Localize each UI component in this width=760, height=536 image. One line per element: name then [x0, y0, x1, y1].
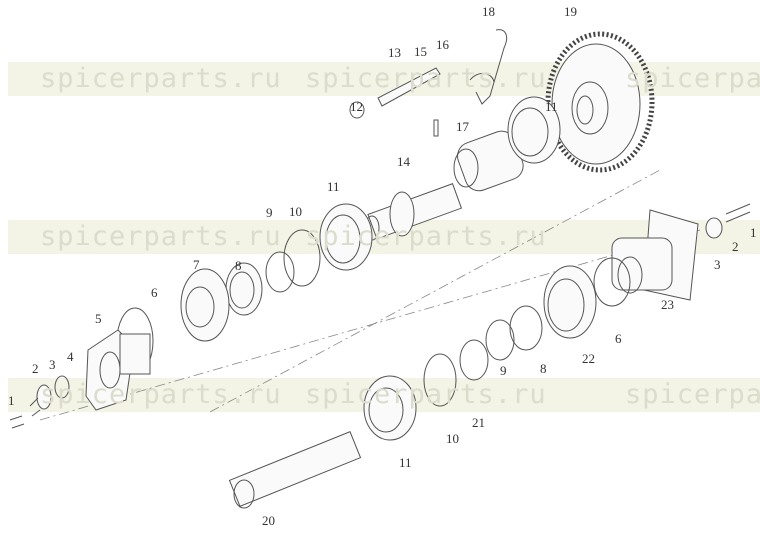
- gear-19: [545, 31, 655, 173]
- part-label: 5: [95, 311, 102, 326]
- bolt-1: [725, 203, 751, 223]
- part-label: 11: [545, 99, 558, 114]
- watermark: spicerpa: [625, 379, 760, 410]
- part-label: 18: [482, 4, 495, 19]
- shaft-13: [377, 67, 441, 107]
- part-label: 6: [151, 285, 158, 300]
- part-label: 8: [235, 258, 242, 273]
- part-label: 6: [615, 331, 622, 346]
- snap-ring-10: [283, 229, 321, 287]
- o-ring-6: [593, 257, 631, 307]
- lock-washer-2: [29, 397, 41, 417]
- snap-ring-9: [485, 319, 515, 361]
- washer-21: [459, 339, 489, 381]
- watermark: spicerparts.ru: [305, 379, 547, 410]
- part-label: 8: [540, 361, 547, 376]
- watermark: spicerparts.ru: [305, 221, 547, 252]
- bearing-11: [319, 203, 373, 271]
- cover-7: [180, 268, 230, 342]
- part-label: 11: [399, 455, 412, 470]
- part-label: 11: [327, 179, 340, 194]
- sleeve-17: [453, 130, 524, 192]
- watermark: spicerparts.ru: [40, 221, 282, 252]
- seal-8: [509, 305, 543, 351]
- part-label: 3: [714, 257, 721, 272]
- bolt-1: [9, 415, 25, 429]
- part-label: 2: [32, 361, 39, 376]
- cup-22: [543, 265, 597, 339]
- part-label: 17: [456, 119, 469, 134]
- snap-ring-10: [423, 353, 457, 407]
- housing-23: [611, 209, 699, 301]
- part-label: 7: [193, 257, 200, 272]
- part-label: 14: [397, 154, 410, 169]
- part-label: 12: [350, 99, 363, 114]
- shaft-20: [228, 431, 362, 509]
- part-label: 16: [436, 37, 449, 52]
- housing-5: [85, 329, 151, 411]
- part-label: 3: [49, 357, 56, 372]
- part-label: 1: [750, 225, 757, 240]
- part-label: 9: [266, 205, 273, 220]
- part-label: 21: [472, 415, 485, 430]
- part-label: 2: [732, 239, 739, 254]
- plate-3: [36, 384, 52, 410]
- seal-12: [349, 101, 365, 119]
- watermark: spicerpa: [625, 63, 760, 94]
- watermark: spicerparts.ru: [40, 63, 282, 94]
- snap-ring-9: [265, 251, 295, 293]
- o-ring-4: [54, 375, 70, 399]
- part-label: 22: [582, 351, 595, 366]
- assembly-axis: [209, 169, 661, 413]
- bearing-11: [363, 375, 417, 441]
- part-label: 10: [289, 204, 302, 219]
- part-label: 20: [262, 513, 275, 528]
- seal-8: [225, 262, 263, 316]
- plate-3: [705, 217, 723, 239]
- shift-fork-18: [469, 29, 508, 105]
- bearing-11: [507, 96, 561, 164]
- part-label: 23: [661, 297, 674, 312]
- part-label: 4: [67, 349, 74, 364]
- part-label: 13: [388, 45, 401, 60]
- part-label: 9: [500, 363, 507, 378]
- assembly-axis: [39, 229, 701, 421]
- part-label: 10: [446, 431, 459, 446]
- spring-16: [433, 119, 439, 137]
- watermark: spicerparts.ru: [40, 379, 282, 410]
- part-label: 1: [8, 393, 15, 408]
- part-label: 19: [564, 4, 577, 19]
- part-label: 15: [414, 44, 427, 59]
- watermark: spicerparts.ru: [305, 63, 547, 94]
